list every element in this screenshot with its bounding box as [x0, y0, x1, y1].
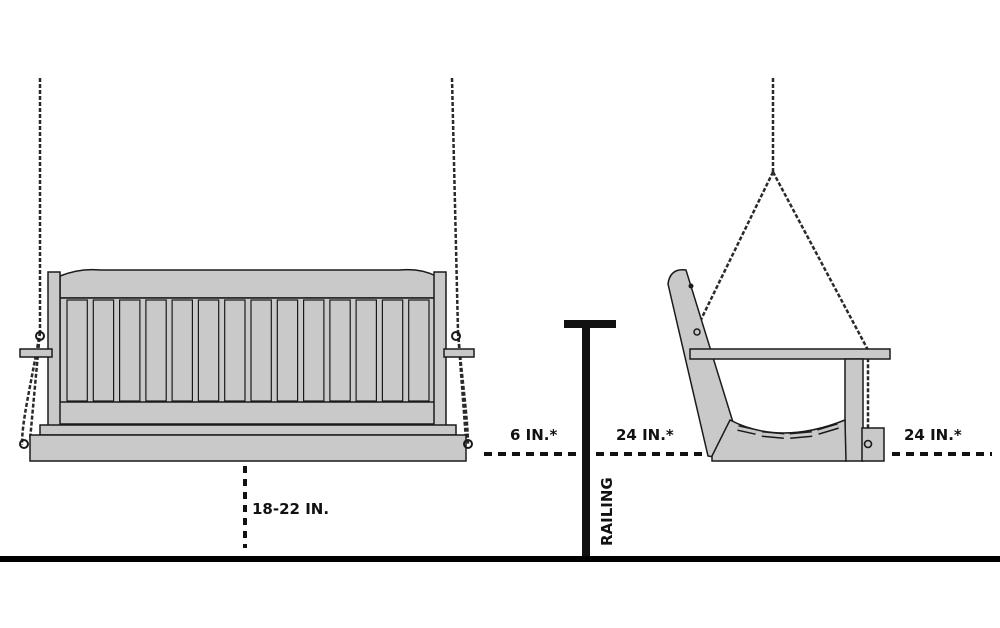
front-right-armrest — [443, 348, 475, 358]
back-clearance-label: 24 IN.* — [904, 426, 962, 444]
railing-label: RAILING — [598, 477, 616, 546]
backrest-slat — [171, 299, 194, 402]
front-seat-front-rail — [39, 424, 457, 436]
front-right-eye-bolt — [451, 331, 461, 341]
side-view-swing — [667, 78, 891, 462]
backrest-slat — [355, 299, 378, 402]
front-right-chain — [450, 77, 470, 446]
front-left-bottom-bolt — [19, 439, 29, 449]
side-front-chain — [690, 171, 775, 339]
front-backrest-panel — [59, 297, 437, 404]
seat-height-dimension: 18-22 IN. — [243, 466, 329, 548]
side-arm-support — [844, 358, 864, 462]
front-right-bottom-bolt — [463, 439, 473, 449]
front-seat-base — [29, 434, 467, 462]
side-rear-eye-bolt — [863, 439, 873, 449]
side-rear-block — [861, 427, 885, 462]
backrest-slat — [408, 299, 430, 402]
backrest-slat — [381, 299, 404, 402]
front-left-eye-bolt — [35, 331, 45, 341]
front-lower-back-rail — [57, 401, 439, 425]
seat-height-label: 18-22 IN. — [252, 500, 329, 518]
backrest-slat — [197, 299, 220, 402]
side-bolt-lower — [693, 328, 701, 336]
backrest-slat — [145, 299, 167, 402]
front-left-armrest — [19, 348, 53, 358]
side-bolt-upper — [688, 283, 694, 289]
side-armrest — [689, 348, 891, 360]
backrest-slat — [329, 299, 351, 402]
side-seat-frame — [711, 418, 847, 462]
gap-to-railing-label: 6 IN.* — [510, 426, 557, 444]
backrest-slat — [92, 299, 115, 402]
backrest-slat — [276, 299, 299, 402]
backrest-slat — [250, 299, 272, 402]
ground-line — [0, 556, 1000, 562]
front-backrest-slats — [66, 299, 430, 402]
front-clearance-label: 24 IN.* — [616, 426, 674, 444]
backrest-slat — [66, 299, 88, 402]
backrest-slat — [303, 299, 325, 402]
railing: RAILING — [564, 320, 616, 560]
backrest-slat — [118, 299, 141, 402]
backrest-slat — [224, 299, 246, 402]
clearance-lines: 6 IN.* 24 IN.* 24 IN.* — [484, 426, 992, 456]
front-left-chain — [20, 78, 42, 446]
front-view-swing — [19, 77, 475, 462]
front-backrest-top-rail — [59, 268, 437, 299]
